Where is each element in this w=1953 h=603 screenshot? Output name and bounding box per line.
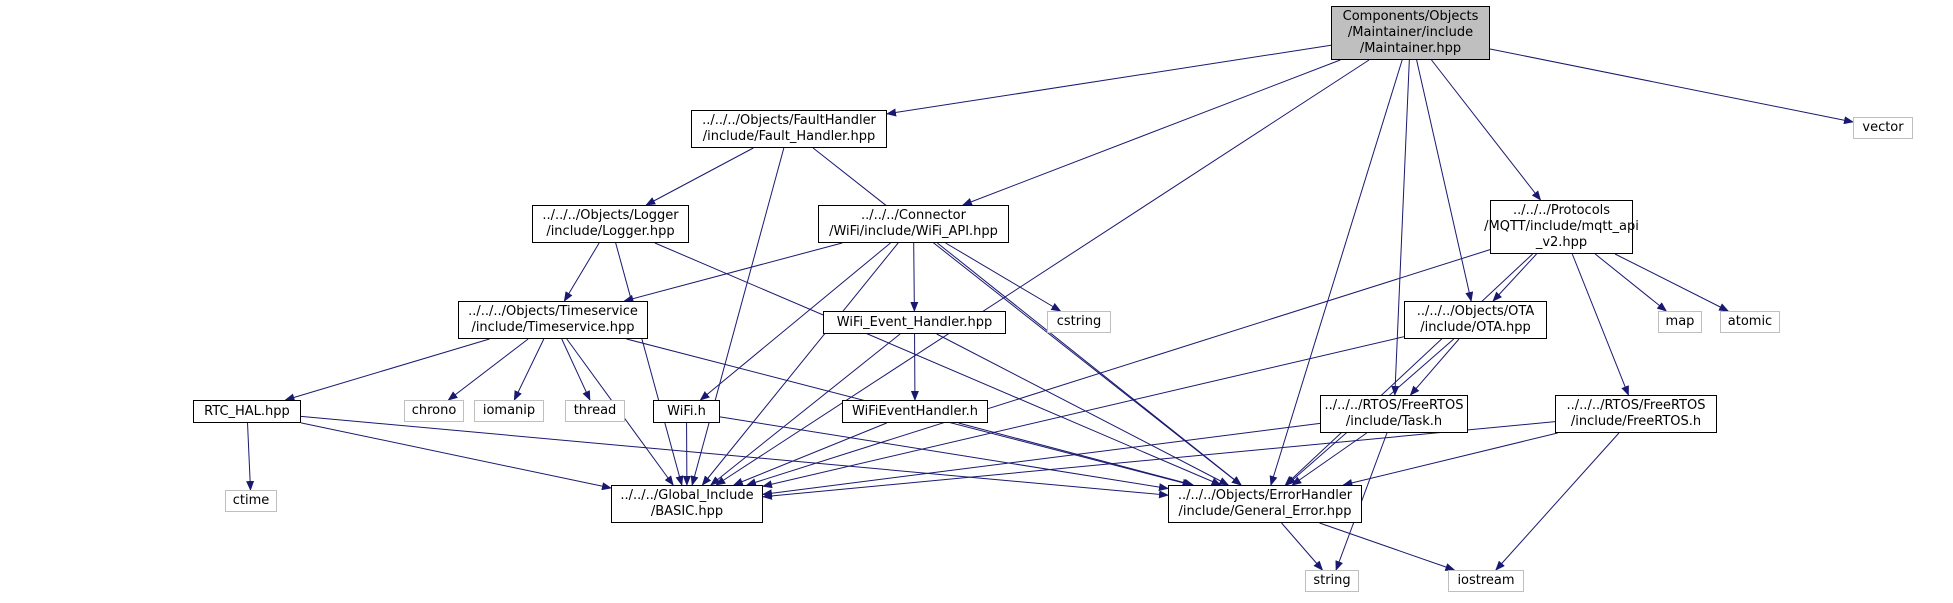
node-general-error-hpp[interactable]: ../../../Objects/ErrorHandler/include/Ge… [1168, 485, 1362, 523]
node-task-h[interactable]: ../../../RTOS/FreeRTOS/include/Task.h [1320, 395, 1468, 433]
edge-logger-to-basic [615, 242, 684, 486]
edge-timeservice-to-rtc_hal [284, 338, 490, 402]
edge-general_error-to-string [1281, 522, 1324, 571]
node-logger-hpp[interactable]: ../../../Objects/Logger/include/Logger.h… [532, 205, 689, 243]
edge-maintainer-to-task [1391, 59, 1410, 396]
edge-maintainer-to-general_error [1269, 59, 1403, 486]
edge-wifi_api-to-general_error [937, 242, 1242, 486]
node-wifi-api-hpp[interactable]: ../../../Connector/WiFi/include/WiFi_API… [818, 205, 1009, 243]
edge-freertos-to-basic [762, 421, 1556, 500]
node-wifi-event-handler-hpp[interactable]: WiFi_Event_Handler.hpp [823, 311, 1006, 334]
edge-wifi_api-to-cstring [945, 242, 1062, 312]
edge-rtc_hal-to-general_error [300, 415, 1169, 499]
node-fault-handler-hpp[interactable]: ../../../Objects/FaultHandler/include/Fa… [691, 110, 887, 148]
edge-ota-to-basic [762, 336, 1405, 489]
edge-mqtt-to-ota [1492, 253, 1537, 302]
node-atomic[interactable]: atomic [1720, 311, 1780, 333]
edge-maintainer-to-mqtt [1431, 59, 1542, 201]
edge-maintainer-to-fault_handler [886, 44, 1332, 117]
edge-wifi_api-to-wifi_event_handler_hpp [910, 242, 919, 312]
node-basic-hpp[interactable]: ../../../Global_Include/BASIC.hpp [611, 485, 763, 523]
node-wifieventhandler-h[interactable]: WiFiEventHandler.h [842, 400, 988, 423]
edge-fault_handler-to-general_error [812, 147, 1242, 486]
edge-fault_handler-to-logger [645, 147, 754, 206]
node-wifi-h[interactable]: WiFi.h [653, 400, 720, 423]
edge-task-to-basic [762, 422, 1321, 498]
edge-rtc_hal-to-ctime [246, 422, 255, 491]
edge-timeservice-to-thread [561, 338, 591, 401]
edge-timeservice-to-chrono [447, 338, 529, 401]
node-cstring[interactable]: cstring [1047, 311, 1111, 333]
node-chrono[interactable]: chrono [404, 400, 464, 422]
node-timeservice-hpp[interactable]: ../../../Objects/Timeservice/include/Tim… [458, 301, 648, 339]
edge-general_error-to-iostream [1319, 522, 1456, 571]
edge-mqtt-to-map [1594, 253, 1668, 312]
edge-freertos-to-iostream [1495, 432, 1620, 571]
edge-wifieventhandler_h-to-basic [732, 422, 887, 486]
node-maintainer-hpp[interactable]: Components/Objects/Maintainer/include/Ma… [1331, 6, 1490, 60]
node-thread[interactable]: thread [565, 400, 625, 422]
edge-wifi_api-to-basic [701, 242, 899, 486]
node-vector[interactable]: vector [1853, 117, 1913, 139]
edge-ota-to-task [1409, 338, 1460, 396]
edge-wifi_api-to-timeservice [623, 242, 843, 303]
edge-mqtt-to-general_error [1284, 253, 1533, 486]
edge-logger-to-general_error [654, 242, 1222, 486]
edge-rtc_hal-to-basic [300, 422, 612, 491]
node-map[interactable]: map [1658, 311, 1702, 333]
edge-wifi_api-to-wifi_h [699, 242, 891, 401]
edge-maintainer-to-basic [715, 59, 1370, 486]
edge-maintainer-to-wifi_api [962, 59, 1341, 206]
node-rtc-hal-hpp[interactable]: RTC_HAL.hpp [193, 400, 301, 423]
edge-wifi_event_handler_hpp-to-basic [710, 333, 901, 486]
edge-logger-to-timeservice [563, 242, 600, 302]
edge-mqtt-to-freertos [1571, 253, 1629, 396]
edge-timeservice-to-iomanip [513, 338, 545, 401]
node-mqtt-api-v2-hpp[interactable]: ../../../Protocols/MQTT/include/mqtt_api… [1484, 200, 1639, 254]
node-iomanip[interactable]: iomanip [474, 400, 544, 422]
edge-task-to-general_error [1291, 432, 1368, 486]
node-freertos-h[interactable]: ../../../RTOS/FreeRTOS/include/FreeRTOS.… [1555, 395, 1717, 433]
edge-mqtt-to-basic [746, 249, 1491, 487]
edge-wifi_h-to-general_error [719, 416, 1169, 492]
node-ota-hpp[interactable]: ../../../Objects/OTA/include/OTA.hpp [1404, 301, 1547, 339]
node-ctime[interactable]: ctime [225, 490, 277, 512]
edge-fault_handler-to-basic [690, 147, 785, 486]
edge-maintainer-to-vector [1489, 48, 1854, 125]
edge-maintainer-to-ota [1416, 59, 1474, 302]
node-iostream[interactable]: iostream [1448, 570, 1524, 592]
node-string[interactable]: string [1305, 570, 1359, 592]
edge-wifi_event_handler_hpp-to-general_error [936, 333, 1230, 486]
edge-freertos-to-general_error [1342, 432, 1558, 487]
edge-wifieventhandler_h-to-general_error [958, 422, 1195, 487]
edge-mqtt-to-atomic [1614, 253, 1730, 312]
